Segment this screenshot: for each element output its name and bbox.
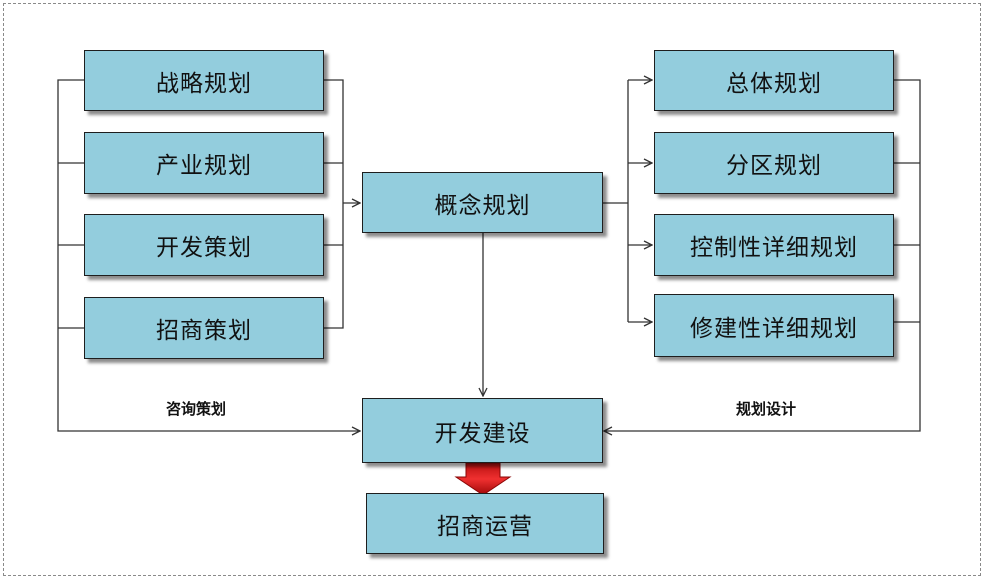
box-constructive-detail-planning: 修建性详细规划 (654, 294, 894, 357)
left-outer-connector (57, 79, 360, 431)
right-outer-connector (604, 79, 921, 431)
box-master-planning: 总体规划 (654, 50, 894, 111)
box-development-planning: 开发策划 (84, 214, 324, 276)
caption-planning-design: 规划设计 (736, 400, 797, 418)
box-industry-planning: 产业规划 (84, 132, 324, 194)
left-inner-connector (324, 79, 344, 329)
box-construction: 开发建设 (362, 398, 603, 463)
box-operation: 招商运营 (366, 493, 604, 554)
box-concept-planning: 概念规划 (362, 172, 603, 233)
red-down-arrow (454, 462, 512, 496)
dashed-frame (3, 3, 981, 576)
box-strategy-planning: 战略规划 (84, 50, 324, 111)
caption-consulting: 咨询策划 (166, 400, 227, 418)
box-regulatory-detail-planning: 控制性详细规划 (654, 214, 894, 276)
box-zoning-planning: 分区规划 (654, 132, 894, 194)
box-investment-planning: 招商策划 (84, 297, 324, 359)
